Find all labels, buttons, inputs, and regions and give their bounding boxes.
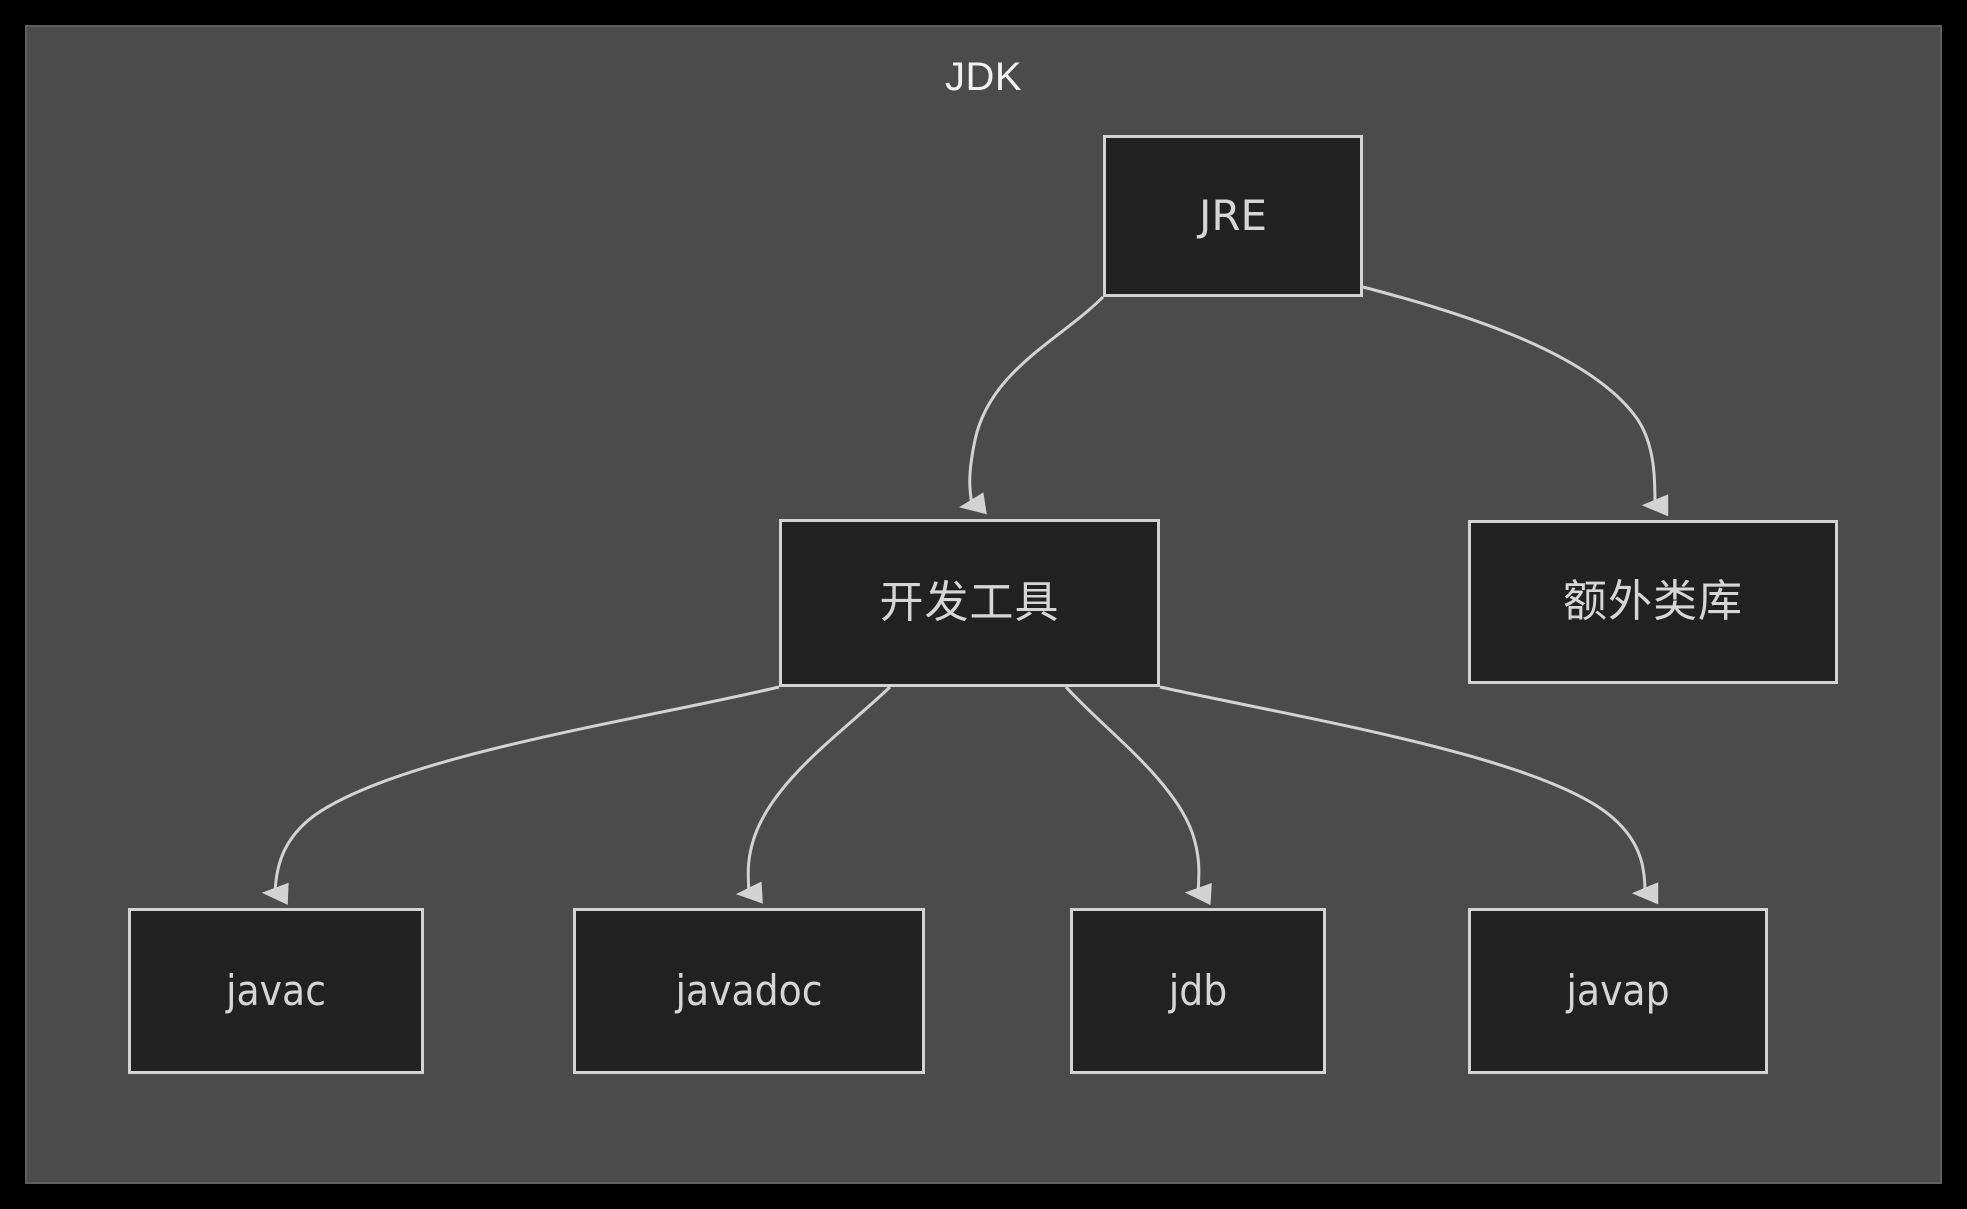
node-javadoc-label: javadoc (675, 965, 823, 1015)
node-jre-label: JRE (1198, 190, 1268, 240)
node-dev-tools[interactable]: 开发工具 (779, 519, 1160, 687)
node-extra-libraries-label: 额外类库 (1563, 575, 1743, 627)
node-javap[interactable]: javap (1468, 908, 1768, 1074)
node-dev-tools-label: 开发工具 (879, 576, 1060, 628)
node-javac[interactable]: javac (128, 908, 424, 1074)
node-javac-label: javac (226, 965, 326, 1015)
node-jdb[interactable]: jdb (1070, 908, 1326, 1074)
diagram-title: JDK (944, 55, 1023, 99)
node-extra-libraries[interactable]: 额外类库 (1468, 520, 1838, 684)
node-jre[interactable]: JRE (1103, 135, 1363, 297)
node-javap-label: javap (1566, 965, 1670, 1015)
node-javadoc[interactable]: javadoc (573, 908, 925, 1074)
node-jdb-label: jdb (1168, 965, 1228, 1015)
